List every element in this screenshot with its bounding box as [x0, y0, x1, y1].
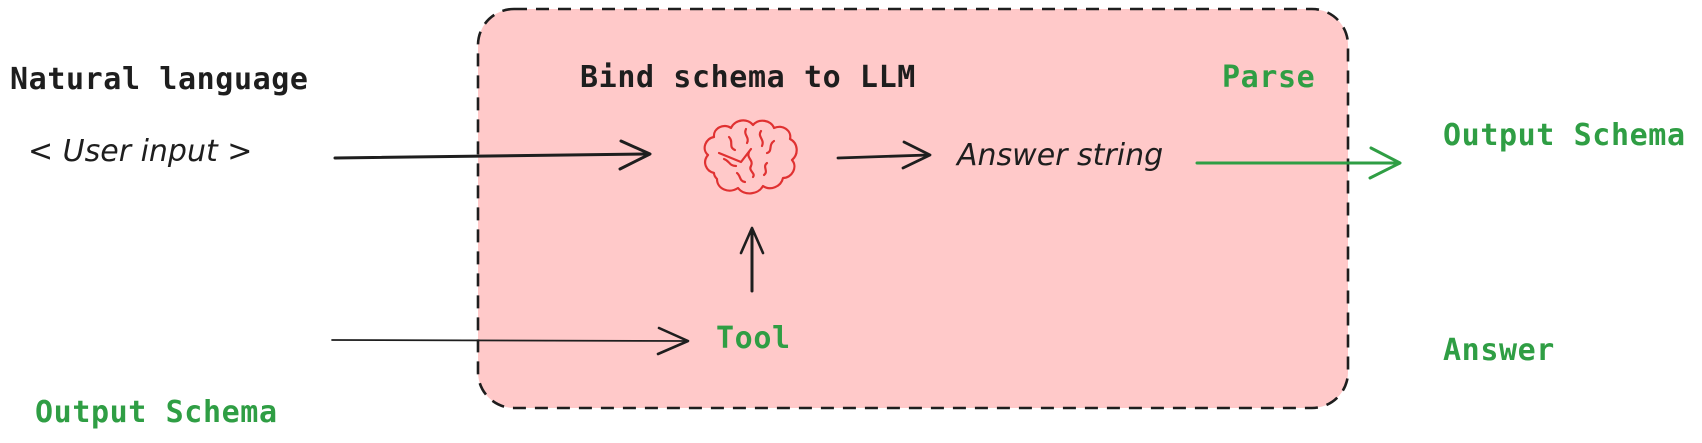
parse-label: Parse	[1222, 60, 1316, 95]
llm-binding-box	[476, 7, 1350, 410]
output-answer-label: Answer	[1443, 333, 1555, 368]
user-input-label: < User input >	[28, 134, 253, 169]
parse-arrow	[1195, 146, 1402, 180]
tool-to-llm-arrow	[739, 226, 765, 293]
llm-to-answer-arrow	[836, 140, 932, 170]
natural-language-label: Natural language	[10, 62, 309, 97]
parsed-output-block: Output Schema Answer foo: ... bar: ...	[1443, 38, 1686, 443]
output-schema-title: Output Schema	[1443, 118, 1686, 153]
user-input-arrow	[333, 139, 652, 171]
brain-icon	[703, 119, 798, 195]
box-title: Bind schema to LLM	[580, 60, 916, 95]
input-schema-title: Output Schema	[35, 395, 278, 430]
answer-string-label: Answer string	[957, 138, 1164, 173]
input-output-schema-block: Output Schema foo: ... bar: ...	[35, 315, 278, 443]
tool-label: Tool	[716, 321, 791, 356]
schema-to-tool-arrow	[331, 326, 690, 356]
